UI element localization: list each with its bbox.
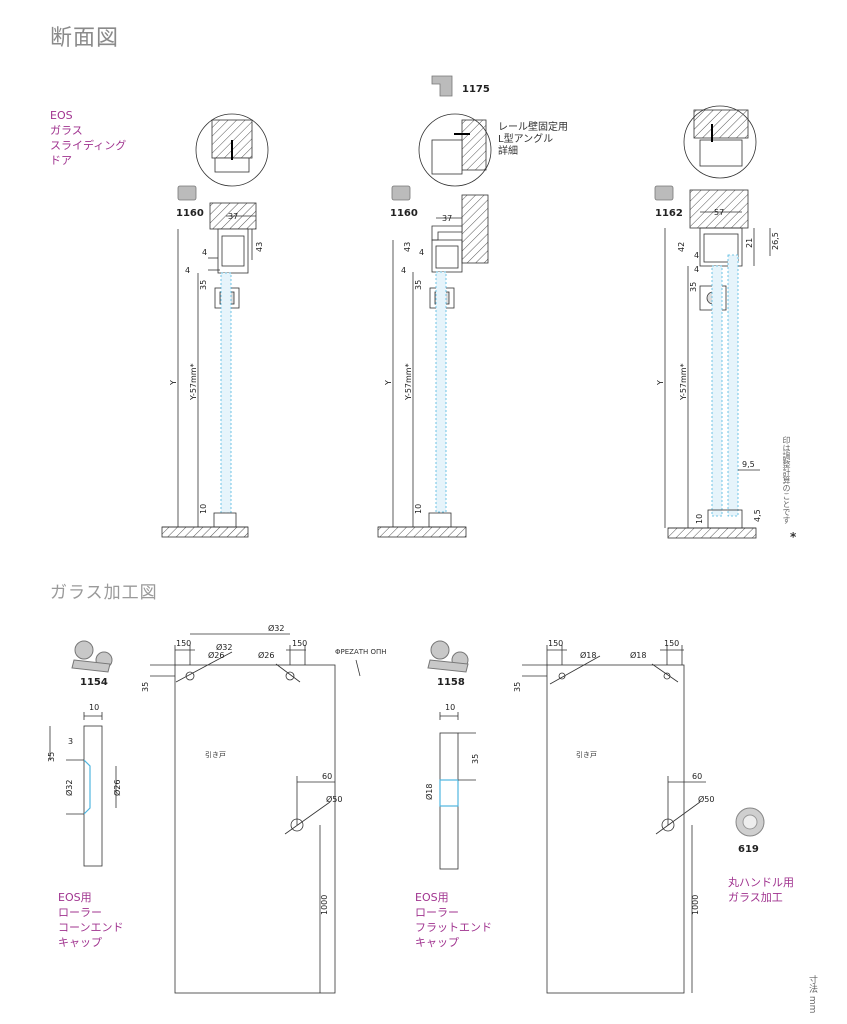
dim-4-5: 4,5 xyxy=(753,509,762,522)
dim-26-5: 26,5 xyxy=(771,232,780,250)
dim-cone-35: 35 xyxy=(47,752,56,762)
dim-57: 57 xyxy=(714,208,724,217)
section-heading: 断面図 xyxy=(50,26,120,51)
adjustment-side-note: 印は調整計算のことです xyxy=(782,436,791,524)
part-number-1158: 1158 xyxy=(437,677,465,688)
dim-cone-32: Ø32 xyxy=(64,780,74,796)
angle-icon-1175 xyxy=(431,75,453,97)
dim-35-c: 35 xyxy=(689,282,698,292)
section-view-3 xyxy=(654,105,771,539)
dim-43-a: 43 xyxy=(255,242,264,252)
dim-4-b1: 4 xyxy=(419,248,424,257)
dim-37-a: 37 xyxy=(228,212,238,221)
profile-icon-1160-a xyxy=(177,185,197,201)
product-title: EOS ガラス スライディング ドア xyxy=(50,109,127,167)
dim-9-5: 9,5 xyxy=(742,460,755,469)
glass-panel-right xyxy=(522,645,706,994)
roller-icon-1154 xyxy=(71,640,113,673)
dim-35-a: 35 xyxy=(199,280,208,290)
dim-43-b: 43 xyxy=(403,242,412,252)
flat-cap-note: EOS用 ローラー フラットエンド キャップ xyxy=(415,891,492,949)
detail-circle-3 xyxy=(683,105,757,179)
dim-10-c: 10 xyxy=(695,514,704,524)
part-number-1162: 1162 xyxy=(655,208,683,219)
door-label-right: 引き戸 xyxy=(576,751,597,759)
door-label-left: 引き戸 xyxy=(205,751,226,759)
cone-cap-note: EOS用 ローラー コーンエンド キャップ xyxy=(58,891,124,949)
glass-panel-left xyxy=(150,633,361,994)
flat-cap-profile xyxy=(439,712,476,870)
dim-cone-10: 10 xyxy=(89,703,99,712)
dim-right-1000: 1000 xyxy=(691,895,700,915)
dim-Y57-a: Y-57mm* xyxy=(189,363,198,401)
cone-cap-profile xyxy=(49,712,117,867)
dim-right-18a: Ø18 xyxy=(580,650,596,660)
dim-42: 42 xyxy=(677,242,686,252)
wall-block-2 xyxy=(461,194,489,264)
dim-4-a1: 4 xyxy=(202,248,207,257)
dim-Y-a: Y xyxy=(169,380,178,386)
dim-right-150b: 150 xyxy=(664,639,679,648)
dim-cone-26: Ø26 xyxy=(112,780,122,796)
knob-note: 丸ハンドル用 ガラス加工 xyxy=(728,876,794,904)
dim-left-32: Ø32 xyxy=(216,642,232,652)
dim-right-60: 60 xyxy=(692,772,702,781)
roller-icon-1158 xyxy=(427,640,469,673)
knob-icon-619 xyxy=(735,807,765,837)
dim-right-150a: 150 xyxy=(548,639,563,648)
dim-right-35: 35 xyxy=(513,682,522,692)
dim-10-a: 10 xyxy=(199,504,208,514)
dim-4-b2: 4 xyxy=(401,266,406,275)
dim-left-1000: 1000 xyxy=(320,895,329,915)
section-view-1 xyxy=(161,113,269,538)
dim-Y-b: Y xyxy=(384,380,393,386)
unit-note: 寸法 mm xyxy=(807,975,817,1014)
dim-right-50: Ø50 xyxy=(698,794,714,804)
dim-flat-18: Ø18 xyxy=(424,784,434,800)
dim-left-150b: 150 xyxy=(292,639,307,648)
dim-4-c1: 4 xyxy=(694,251,699,260)
dim-left-150a: 150 xyxy=(176,639,191,648)
dim-left-35: 35 xyxy=(141,682,150,692)
part-number-1154: 1154 xyxy=(80,677,108,688)
part-number-1160-a: 1160 xyxy=(176,208,204,219)
dim-left-26a: Ø26 xyxy=(208,650,224,660)
part-number-1175: 1175 xyxy=(462,84,490,95)
greek-label: ΦΡΕΖΑΤΗ ΟΠΗ xyxy=(335,648,387,656)
dim-37-b: 37 xyxy=(442,214,452,223)
detail-circle-2 xyxy=(418,113,492,187)
detail-circle-1 xyxy=(195,113,269,187)
ceiling-block-3 xyxy=(689,189,749,229)
section-view-2 xyxy=(377,75,492,538)
dim-left-32-top: Ø32 xyxy=(268,623,284,633)
dim-10-b: 10 xyxy=(414,504,423,514)
dim-flat-10: 10 xyxy=(445,703,455,712)
dim-flat-35: 35 xyxy=(471,754,480,764)
dim-35-b: 35 xyxy=(414,280,423,290)
dim-4-c2: 4 xyxy=(694,265,699,274)
dim-4-a2: 4 xyxy=(185,266,190,275)
dim-left-50: Ø50 xyxy=(326,794,342,804)
dim-Y57-c: Y-57mm* xyxy=(679,363,688,401)
processing-heading: ガラス加工図 xyxy=(50,583,158,603)
angle-detail-note: レール壁固定用 L型アングル 詳細 xyxy=(498,122,568,157)
part-number-1160-b: 1160 xyxy=(390,208,418,219)
part-number-619: 619 xyxy=(738,844,759,855)
dim-Y-c: Y xyxy=(656,380,665,386)
profile-icon-1162 xyxy=(654,185,674,201)
profile-icon-1160-b xyxy=(391,185,411,201)
dim-Y57-b: Y-57mm* xyxy=(404,363,413,401)
dim-left-60: 60 xyxy=(322,772,332,781)
asterisk-mark: * xyxy=(790,530,797,544)
dim-cone-3: 3 xyxy=(68,737,73,746)
dim-21: 21 xyxy=(745,238,754,248)
dim-left-26b: Ø26 xyxy=(258,650,274,660)
dim-right-18b: Ø18 xyxy=(630,650,646,660)
